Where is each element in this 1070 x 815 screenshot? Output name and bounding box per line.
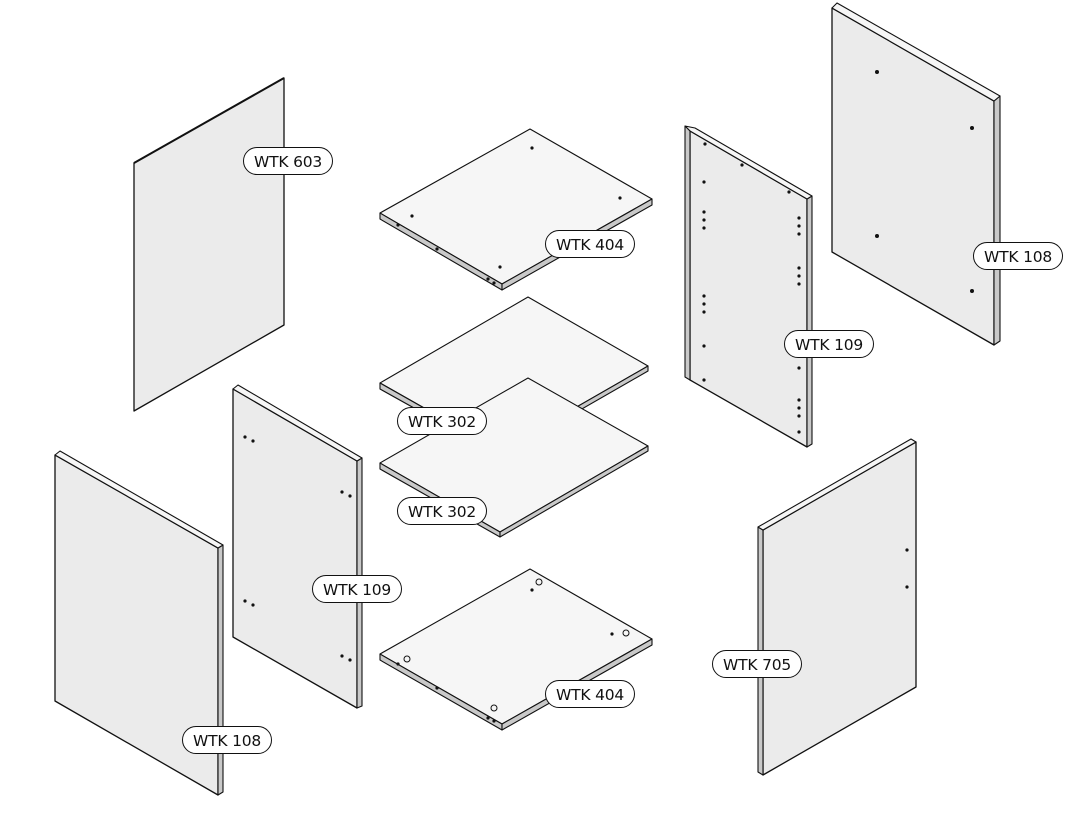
label-wtk108-left: WTK 108 <box>182 726 273 754</box>
label-wtk603: WTK 603 <box>243 147 334 175</box>
label-wtk404-top: WTK 404 <box>545 230 636 258</box>
label-wtk705: WTK 705 <box>712 650 803 678</box>
side-panel-wtk109-right <box>684 125 813 448</box>
label-wtk302-lower: WTK 302 <box>397 497 488 525</box>
label-wtk404-bottom: WTK 404 <box>545 680 636 708</box>
side-panel-wtk108-left <box>54 450 224 796</box>
label-wtk109-left: WTK 109 <box>312 575 403 603</box>
side-panel-wtk108-right <box>831 2 1001 346</box>
back-panel-wtk603 <box>133 77 285 412</box>
label-wtk302-upper: WTK 302 <box>397 407 488 435</box>
side-panel-wtk109-left <box>232 384 363 709</box>
label-wtk109-right: WTK 109 <box>784 330 875 358</box>
label-wtk108-right: WTK 108 <box>973 242 1064 270</box>
shelf-wtk404-top <box>379 128 653 291</box>
door-wtk705 <box>757 438 917 776</box>
